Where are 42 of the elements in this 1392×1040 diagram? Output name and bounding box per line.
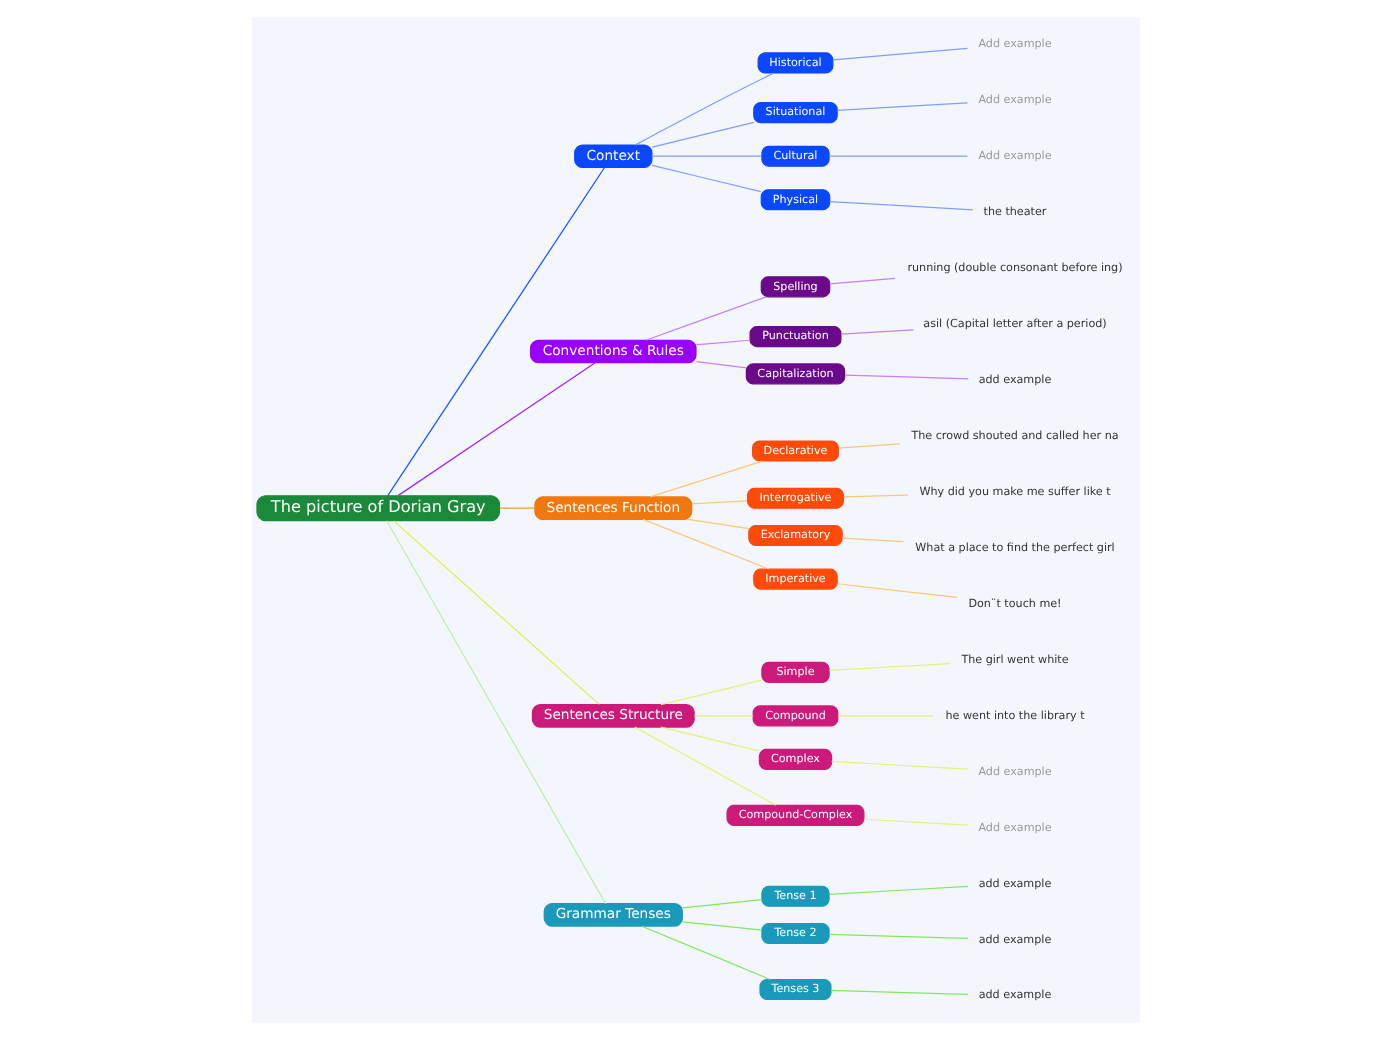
node-box: The picture of Dorian Gray (256, 495, 501, 522)
connector (387, 166, 606, 497)
connector (843, 494, 909, 498)
connector (837, 443, 901, 449)
connector (681, 898, 763, 909)
connector (828, 662, 951, 672)
connector (840, 329, 914, 335)
connector (687, 518, 750, 530)
connector (828, 885, 969, 895)
connector (829, 201, 974, 211)
connector (691, 500, 748, 505)
connector (837, 715, 935, 717)
connector (651, 155, 763, 157)
connector (642, 518, 770, 570)
connector (651, 121, 755, 148)
connector (649, 460, 764, 498)
connector (828, 933, 969, 940)
connector (695, 339, 751, 346)
connector (660, 679, 763, 706)
connector (498, 507, 536, 509)
connector (830, 989, 969, 996)
connector (695, 361, 747, 369)
connector (693, 715, 754, 717)
connector (836, 583, 958, 599)
connector (836, 102, 969, 111)
connector (651, 164, 762, 193)
connector (645, 296, 767, 341)
connector (635, 72, 775, 146)
connector (681, 921, 763, 931)
connector (634, 726, 777, 806)
connector (641, 925, 771, 981)
connector (829, 277, 896, 285)
connector (832, 47, 969, 61)
connector (660, 726, 760, 752)
connector (831, 760, 969, 770)
connector (386, 520, 607, 905)
connector (393, 520, 600, 705)
connector (397, 362, 596, 497)
connector (841, 537, 905, 543)
connector (863, 818, 969, 826)
connector (844, 374, 969, 380)
connector (828, 155, 968, 157)
